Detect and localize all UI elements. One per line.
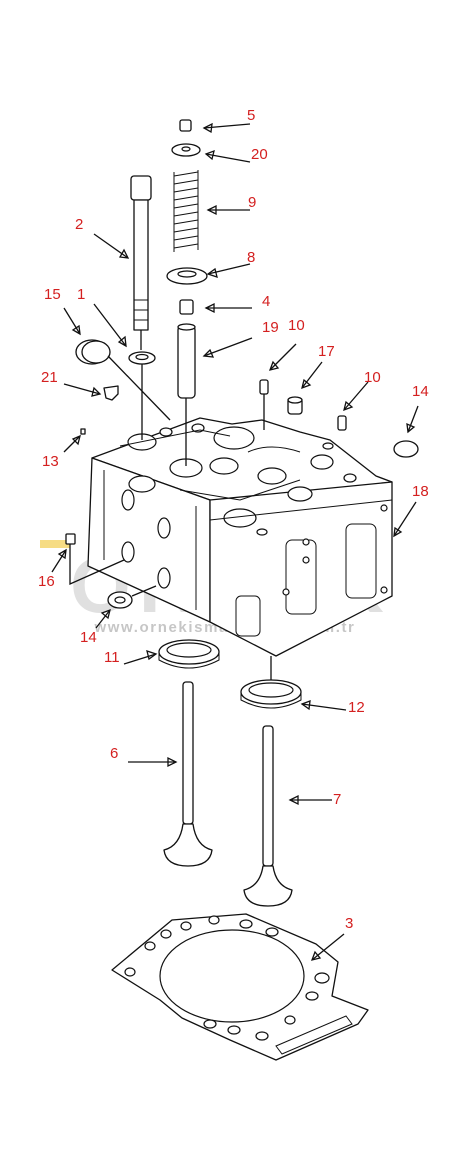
callout-19: 19 xyxy=(262,319,279,336)
callout-17: 17 xyxy=(318,343,335,360)
callout-16: 16 xyxy=(38,573,55,590)
valve-spring-9 xyxy=(173,170,199,252)
head-gasket-3 xyxy=(111,913,369,1061)
washer-1 xyxy=(128,351,156,440)
callout-arrows xyxy=(51,122,419,961)
callout-labels: 5 20 9 2 8 15 1 4 19 10 17 21 10 14 13 1… xyxy=(38,107,429,932)
insert-17 xyxy=(287,396,303,415)
callout-11: 11 xyxy=(104,649,120,666)
pin-13 xyxy=(80,428,86,435)
valve-7 xyxy=(243,725,293,907)
plug-14-left xyxy=(107,585,157,609)
plug-16 xyxy=(65,533,125,586)
valve-seat-12 xyxy=(240,656,302,709)
dowel-10-left xyxy=(259,379,269,430)
callout-6: 6 xyxy=(110,745,118,762)
callout-10b: 10 xyxy=(364,369,381,386)
callout-10a: 10 xyxy=(288,317,305,334)
callout-12: 12 xyxy=(348,699,365,716)
spring-retainer-20 xyxy=(171,143,201,157)
dowel-10-right xyxy=(337,415,347,431)
callout-18: 18 xyxy=(412,483,429,500)
valve-seat-11 xyxy=(158,639,220,669)
callout-13: 13 xyxy=(42,453,59,470)
callout-15: 15 xyxy=(44,286,61,303)
plug-14-right xyxy=(393,440,419,458)
callout-4: 4 xyxy=(262,293,270,310)
callout-14b: 14 xyxy=(80,629,97,646)
valve-cap-5 xyxy=(179,119,192,132)
plug-15 xyxy=(75,339,171,421)
callout-9: 9 xyxy=(248,194,256,211)
plug-21 xyxy=(103,385,119,401)
callout-1: 1 xyxy=(77,286,85,303)
callout-21: 21 xyxy=(41,369,58,386)
valve-6 xyxy=(163,681,213,867)
callout-20: 20 xyxy=(251,146,268,163)
watermark-accent xyxy=(40,540,70,548)
callout-7: 7 xyxy=(333,791,341,808)
callout-8: 8 xyxy=(247,249,255,266)
valve-seal-4 xyxy=(179,299,194,315)
spring-seat-8 xyxy=(166,267,208,285)
callout-5: 5 xyxy=(247,107,255,124)
cylinder-head xyxy=(87,417,393,657)
valve-guide-19 xyxy=(177,323,196,466)
callout-3: 3 xyxy=(345,915,353,932)
head-bolt-2 xyxy=(130,175,152,350)
callout-14a: 14 xyxy=(412,383,429,400)
callout-2: 2 xyxy=(75,216,83,233)
